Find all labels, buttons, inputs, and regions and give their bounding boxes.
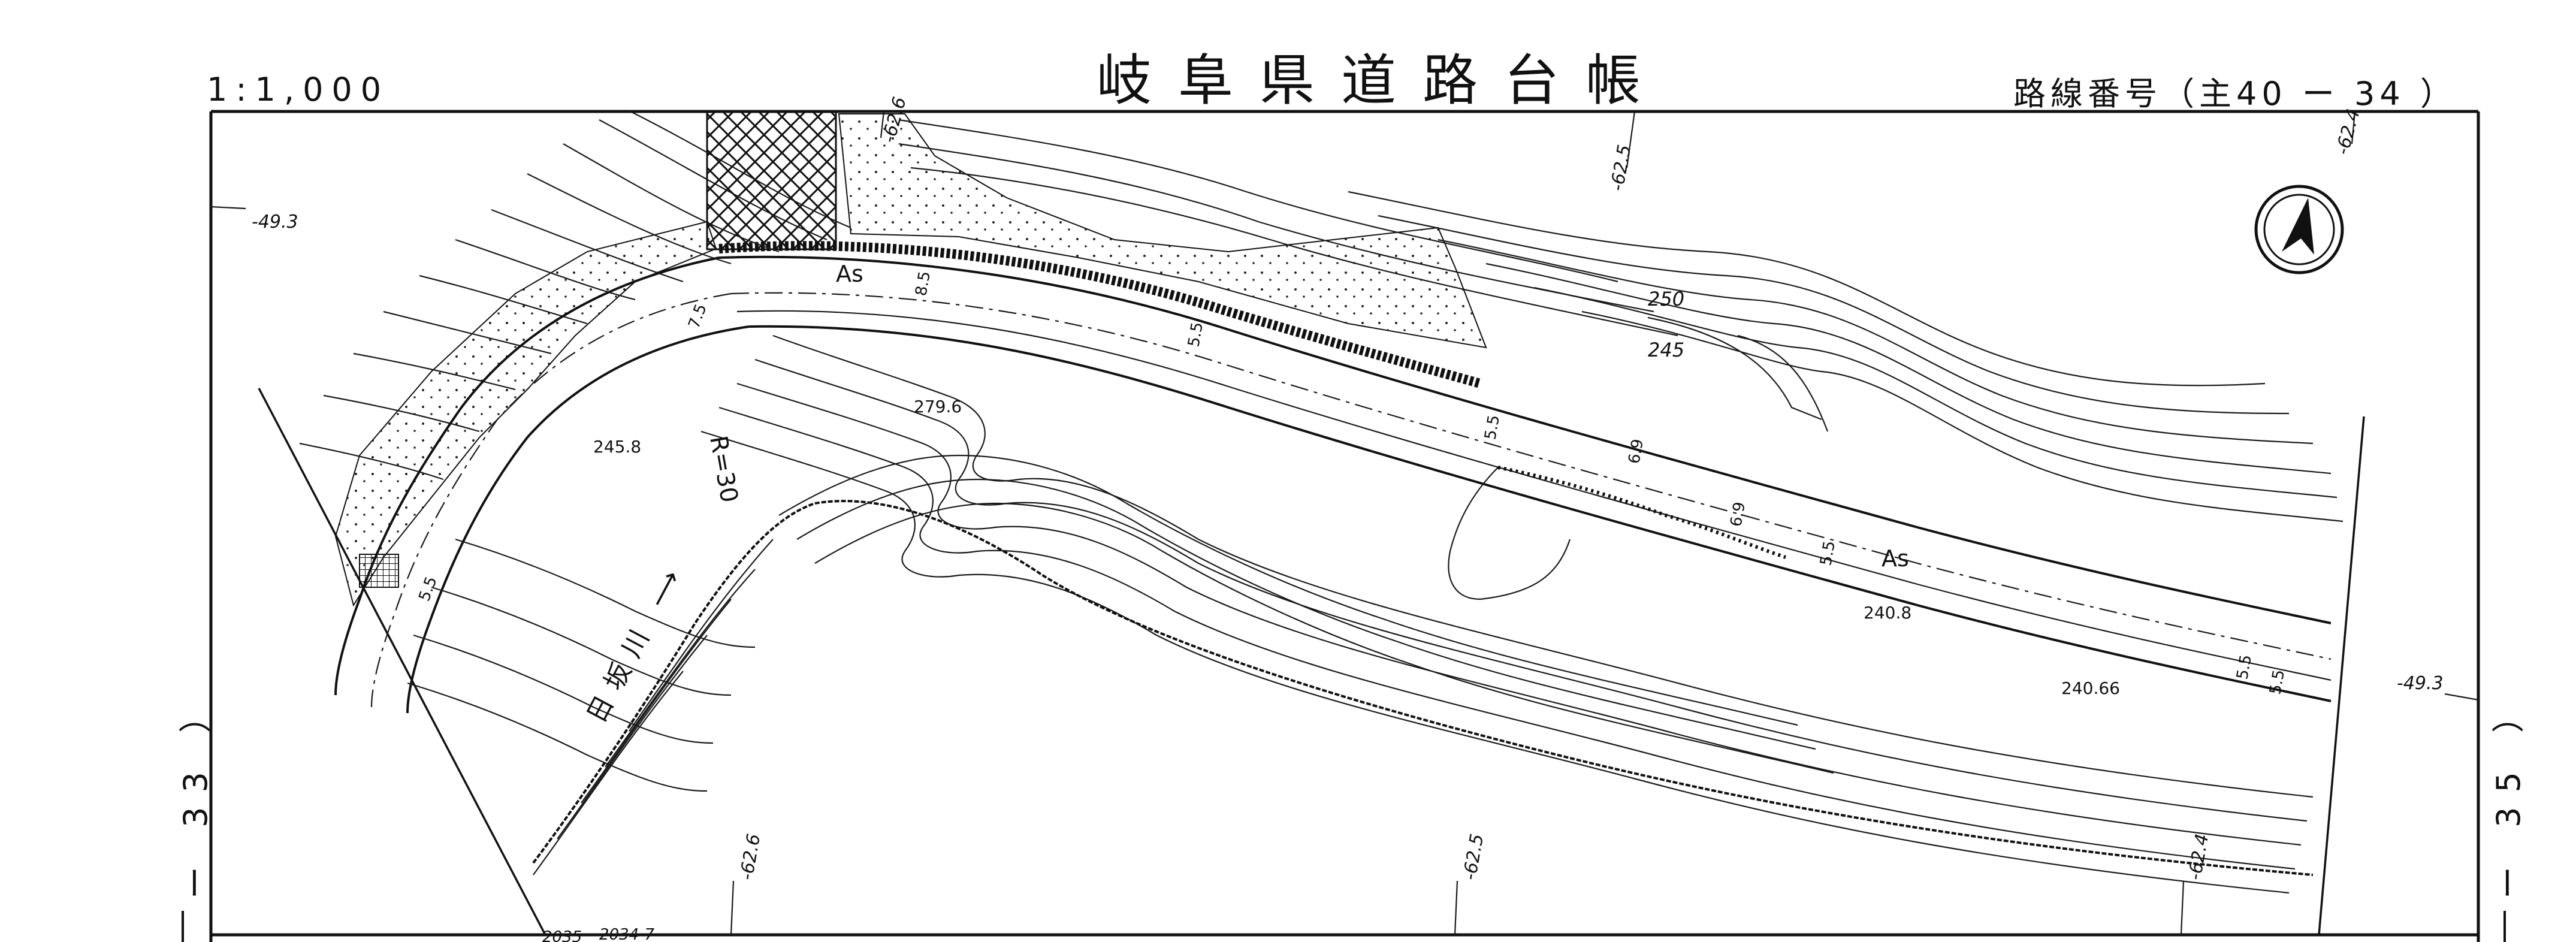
elevation-road-west: 245.8 [593, 437, 641, 457]
dotted-slope-areas [334, 113, 1487, 607]
map-frame [182, 110, 2506, 942]
lower-number-2: 2034-7 [599, 926, 655, 942]
surface-code-2: As [1882, 545, 1909, 572]
tick-bottom-2: -62.5 [1459, 832, 1488, 882]
width-label-2: 7.5 [685, 301, 710, 331]
width-label-4: 5.5 [1481, 413, 1503, 441]
width-label-5: 6.9 [1625, 437, 1647, 465]
elevation-road-east-1: 240.8 [1864, 603, 1911, 623]
width-label-6: 6.9 [1727, 500, 1749, 528]
tick-top-2: -62.5 [1606, 143, 1635, 193]
road-alignment [334, 255, 2332, 714]
contours-north [299, 110, 2344, 523]
river-name: 日坂川 ⟶ [581, 555, 692, 728]
hatched-structure [706, 110, 837, 250]
map-scale: 1:1,000 [207, 71, 390, 108]
surface-code-1: As [836, 261, 863, 287]
map-annotations: As As 250 245 279.6 245.8 240.8 240.66 R… [415, 261, 2288, 942]
width-label-3: 5.5 [1185, 321, 1207, 348]
tick-left-top: -49.3 [252, 212, 298, 233]
curve-radius: R=30 [704, 434, 743, 505]
page-title: 岐阜県道路台帳 [1097, 49, 1668, 113]
frame-ticks: -49.3 -49.3 -62.6 -62.5 -62.4 -62.6 -62.… [210, 95, 2479, 935]
tick-top-3: -62.4 [2332, 107, 2364, 157]
route-number: 路線番号（主40 ー 34 ） [2013, 75, 2457, 113]
river-bank [532, 500, 2314, 876]
scarp-line [1497, 466, 1786, 559]
elevation-road-east-2: 240.66 [2061, 678, 2120, 698]
retaining-wall [718, 241, 1482, 388]
width-label-7: 5.5 [1817, 539, 1839, 567]
north-arrow-icon [2254, 185, 2344, 274]
contour-label-250: 250 [1648, 288, 1684, 310]
map-extent-lines [258, 388, 2365, 935]
lower-number-1: 2035 [542, 928, 582, 942]
elevation-peak: 279.6 [914, 397, 962, 416]
contours-south [407, 334, 2314, 894]
pond-outline [1448, 467, 1571, 600]
tick-right-mid: -49.3 [2397, 673, 2444, 694]
tick-bottom-1: -62.6 [736, 832, 765, 882]
width-label-9: 5.5 [2233, 653, 2255, 681]
contour-label-245: 245 [1648, 339, 1684, 361]
width-label-10: 5.5 [2266, 668, 2288, 696]
width-label-1: 8.5 [912, 270, 934, 297]
